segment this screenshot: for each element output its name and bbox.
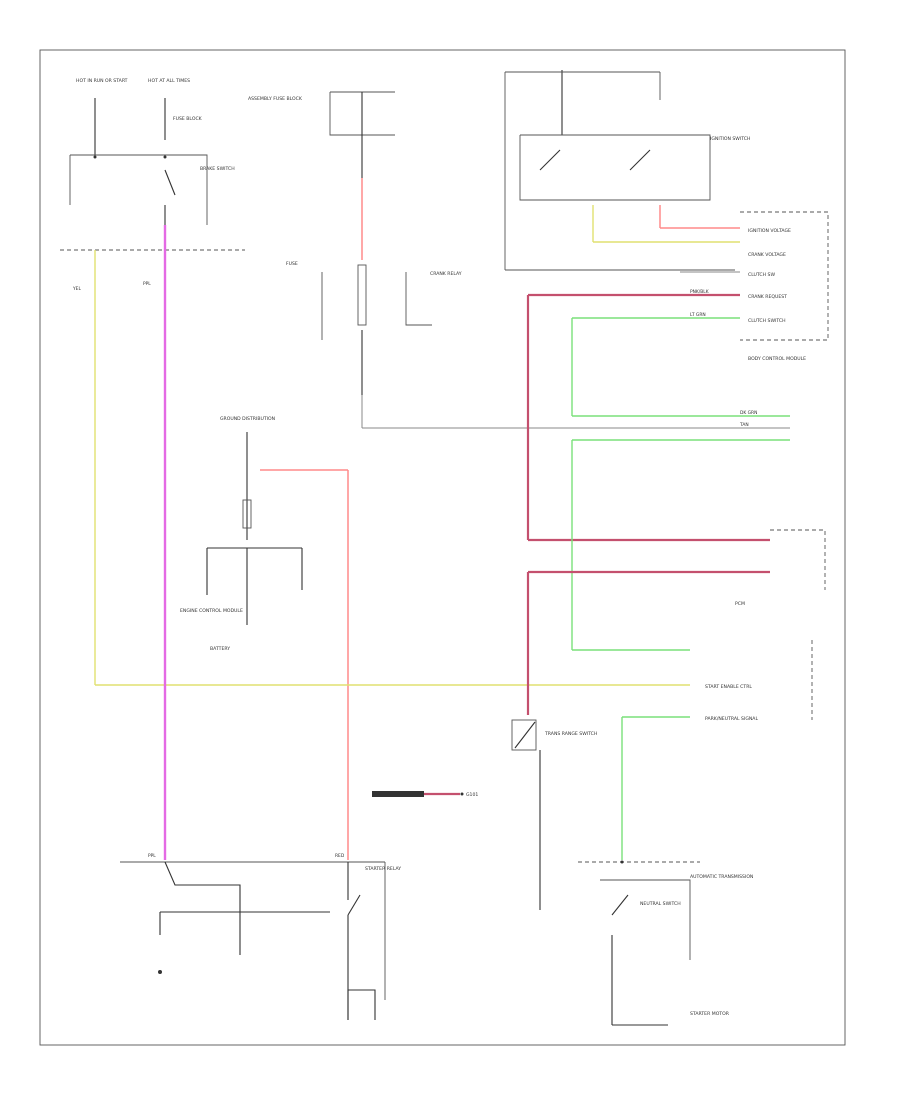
pin-crank-request: CRANK REQUEST — [748, 294, 787, 300]
auto-trans-label: AUTOMATIC TRANSMISSION — [690, 874, 753, 880]
wire-label-ppl-bottom: PPL — [148, 853, 156, 859]
fuse-block-top — [321, 91, 790, 429]
engine-control-label: ENGINE CONTROL MODULE — [180, 608, 243, 614]
fuse-box-label: FUSE BLOCK — [173, 116, 203, 122]
ignition-switch — [504, 70, 740, 271]
battery-cable — [372, 791, 464, 797]
wire-label-lt-grn: LT GRN — [690, 312, 706, 318]
body-control-label: BODY CONTROL MODULE — [748, 356, 806, 362]
brake-switch-label: BRAKE SWITCH — [200, 166, 235, 172]
ground-label: G101 — [466, 792, 478, 798]
pin-crank-voltage: CRANK VOLTAGE — [748, 252, 786, 258]
ignition-switch-label: IGNITION SWITCH — [710, 136, 750, 142]
crank-relay-label: CRANK RELAY — [430, 271, 462, 277]
ground-dist-label: GROUND DISTRIBUTION — [220, 416, 275, 422]
pin-start-enable: START ENABLE CTRL — [705, 684, 752, 690]
pin-clutch-switch: CLUTCH SWITCH — [748, 318, 786, 324]
ground-distribution — [206, 432, 349, 860]
battery-label: BATTERY — [210, 646, 230, 652]
pcm-label: PCM — [735, 601, 745, 607]
wire-label-tan: TAN — [739, 422, 749, 428]
pin-ignition-voltage: IGNITION VOLTAGE — [748, 228, 791, 234]
starter-motor-label: STARTER MOTOR — [690, 1011, 730, 1017]
ignition-area — [60, 98, 245, 251]
trans-range-relay — [511, 719, 541, 910]
pin-park-neutral: PARK/NEUTRAL SIGNAL — [705, 716, 758, 722]
fuse-label: FUSE — [286, 261, 298, 267]
wire-label-pnk-blk: PNK/BLK — [690, 289, 709, 295]
starter-area — [120, 861, 386, 1020]
hot-in-run-label: HOT IN RUN OR START — [76, 78, 128, 84]
auto-trans — [578, 860, 700, 1026]
wire-label-red-bottom: RED — [335, 853, 345, 859]
wire-label-ppl-left: PPL — [143, 281, 151, 287]
starter-relay-label: STARTER RELAY — [365, 866, 401, 872]
wire-label-dk-grn: DK GRN — [740, 410, 757, 416]
pcm-connector — [526, 529, 826, 860]
body-control-connector — [526, 211, 829, 651]
wire-label-yel-left: YEL — [72, 286, 81, 292]
trans-range-label: TRANS RANGE SWITCH — [544, 731, 597, 737]
pin-clutch-sw: CLUTCH SW — [748, 272, 775, 278]
diagram-frame — [39, 49, 846, 1046]
neutral-switch-label: NEUTRAL SWITCH — [640, 901, 681, 907]
hot-at-all-times-label: HOT AT ALL TIMES — [148, 78, 190, 84]
fuse-note: ASSEMBLY FUSE BLOCK — [248, 96, 303, 102]
